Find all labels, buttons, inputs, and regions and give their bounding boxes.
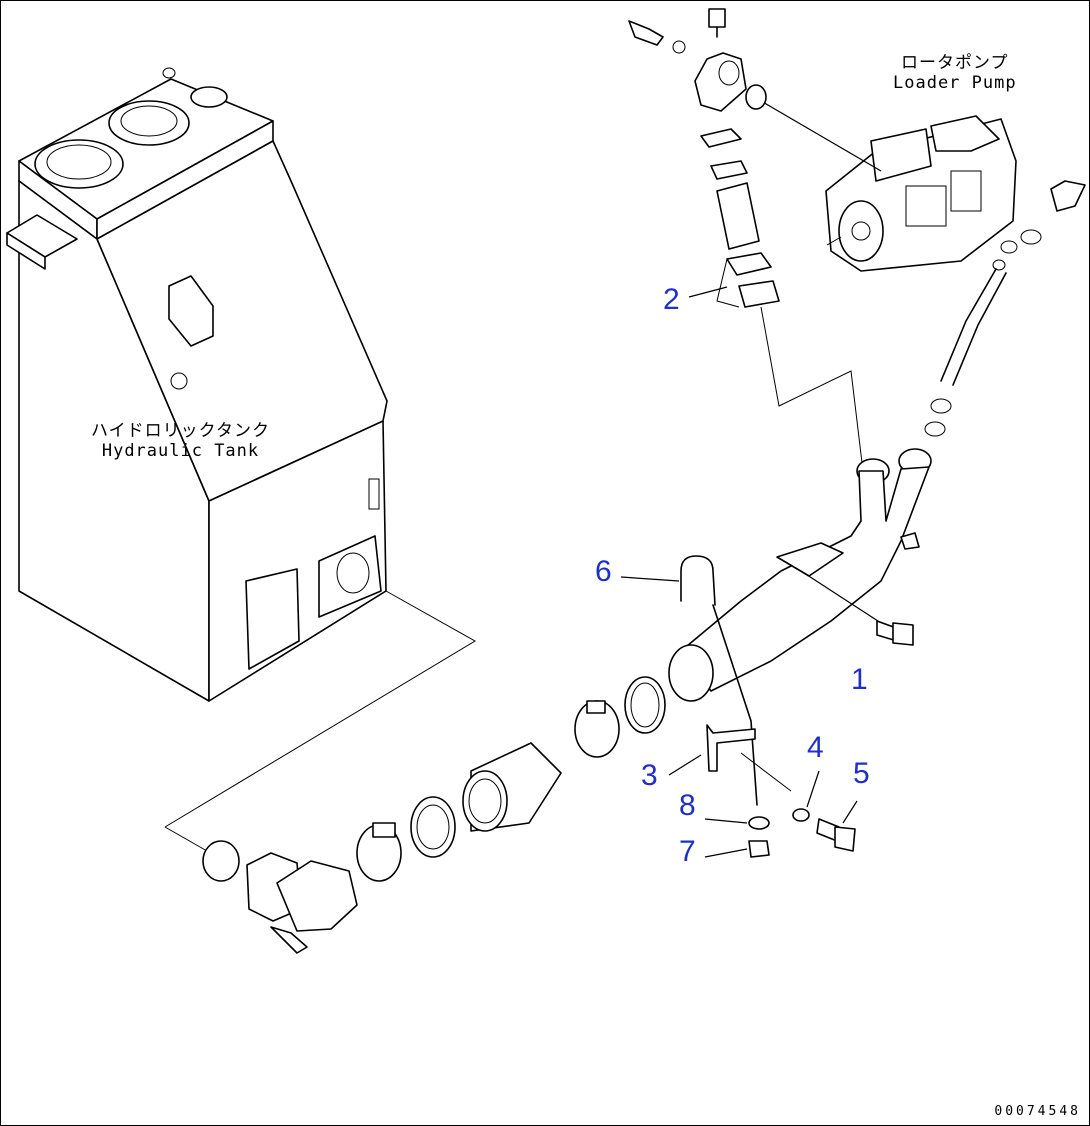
callout-4[interactable]: 4 [807, 731, 824, 764]
callout-3[interactable]: 3 [641, 759, 658, 792]
callout-7[interactable]: 7 [679, 835, 696, 868]
bolt-1 [800, 570, 914, 646]
callout-5[interactable]: 5 [853, 757, 870, 790]
hydraulic-tank-label-en: Hydraulic Tank [101, 441, 260, 462]
y-pipe [668, 259, 1007, 702]
stay-3 [668, 724, 792, 792]
small-fasteners [704, 770, 858, 858]
callout-6[interactable]: 6 [595, 555, 612, 588]
loader-pump-label-en: Loader Pump [893, 73, 1017, 94]
hydraulic-tank [6, 67, 476, 852]
upper-hose-assembly [628, 8, 864, 472]
hydraulic-tank-label: ハイドロリックタンク Hydraulic Tank [91, 421, 270, 462]
hydraulic-tank-label-jp: ハイドロリックタンク [91, 421, 270, 441]
loader-pump [745, 84, 1086, 272]
leader-2 [688, 286, 728, 298]
u-bolt-6 [620, 555, 758, 806]
loader-pump-label-jp: ロータポンプ [901, 53, 1009, 73]
callout-2[interactable]: 2 [663, 283, 680, 316]
callout-8[interactable]: 8 [679, 789, 696, 822]
lower-hose-assembly [202, 676, 666, 954]
callout-1[interactable]: 1 [851, 663, 868, 696]
document-number: 00074548 [994, 1104, 1081, 1119]
loader-pump-label: ロータポンプ Loader Pump [893, 53, 1017, 94]
